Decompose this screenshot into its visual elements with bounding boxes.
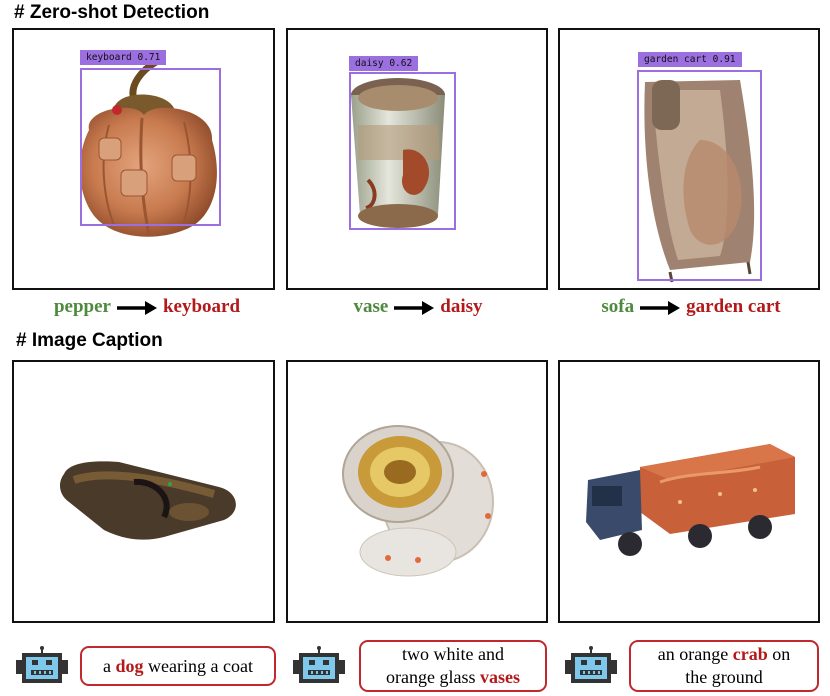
caption-section-title: # Image Caption [16, 330, 163, 351]
robot-icon [565, 646, 617, 683]
target-word: daisy [440, 296, 483, 317]
truck-render [586, 444, 795, 556]
caption-image-dog-coat [12, 360, 275, 623]
arrow-right-icon [640, 300, 681, 315]
caption-text: wearing a coat [143, 655, 253, 676]
caption-text: a [103, 655, 116, 676]
sofa-render [644, 80, 755, 283]
bounding-box [80, 68, 221, 226]
vases-render [342, 425, 494, 577]
bbox-label: daisy 0.62 [349, 56, 419, 71]
source-word: pepper [53, 296, 111, 317]
mapping-pepper-keyboard: pepper keyboard [12, 296, 282, 318]
caption-highlight: vases [479, 667, 520, 687]
detection-section-title: # Zero-shot Detection [14, 2, 210, 23]
caption-line: the ground [685, 667, 763, 687]
robot-icon [293, 646, 345, 683]
mapping-vase-daisy: vase daisy [283, 296, 553, 318]
caption-box-crab: an orange crab on the ground [629, 640, 819, 692]
source-word: sofa [601, 296, 635, 317]
detection-image-sofa: garden cart 0.91 [558, 28, 820, 290]
bounding-box [637, 70, 762, 281]
caption-text: an orange [657, 644, 733, 664]
robot-icon [16, 646, 68, 683]
caption-text: orange glass [386, 667, 480, 687]
target-word: keyboard [162, 296, 241, 317]
detection-image-pepper: keyboard 0.71 [12, 28, 275, 290]
mapping-sofa-garden-cart: sofa garden cart [556, 296, 826, 318]
caption-image-crab-truck [558, 360, 820, 623]
bounding-box [349, 72, 456, 230]
caption-box-vases: two white and orange glass vases [359, 640, 547, 692]
caption-line: two white and [402, 644, 504, 664]
source-word: vase [353, 296, 389, 317]
pepper-render [79, 58, 217, 237]
caption-text: on [767, 644, 791, 664]
bbox-label: keyboard 0.71 [80, 50, 167, 65]
detection-image-vase: daisy 0.62 [286, 28, 548, 290]
arrow-right-icon [116, 300, 157, 315]
caption-image-glass-vases [286, 360, 548, 623]
caption-highlight: crab [732, 644, 768, 664]
arrow-right-icon [394, 300, 435, 315]
bbox-label: garden cart 0.91 [638, 52, 742, 67]
target-word: garden cart [686, 296, 781, 317]
vase-render [351, 78, 445, 228]
coat-render [59, 461, 236, 540]
caption-highlight: dog [115, 655, 144, 676]
caption-box-dog: a dog wearing a coat [80, 646, 276, 686]
